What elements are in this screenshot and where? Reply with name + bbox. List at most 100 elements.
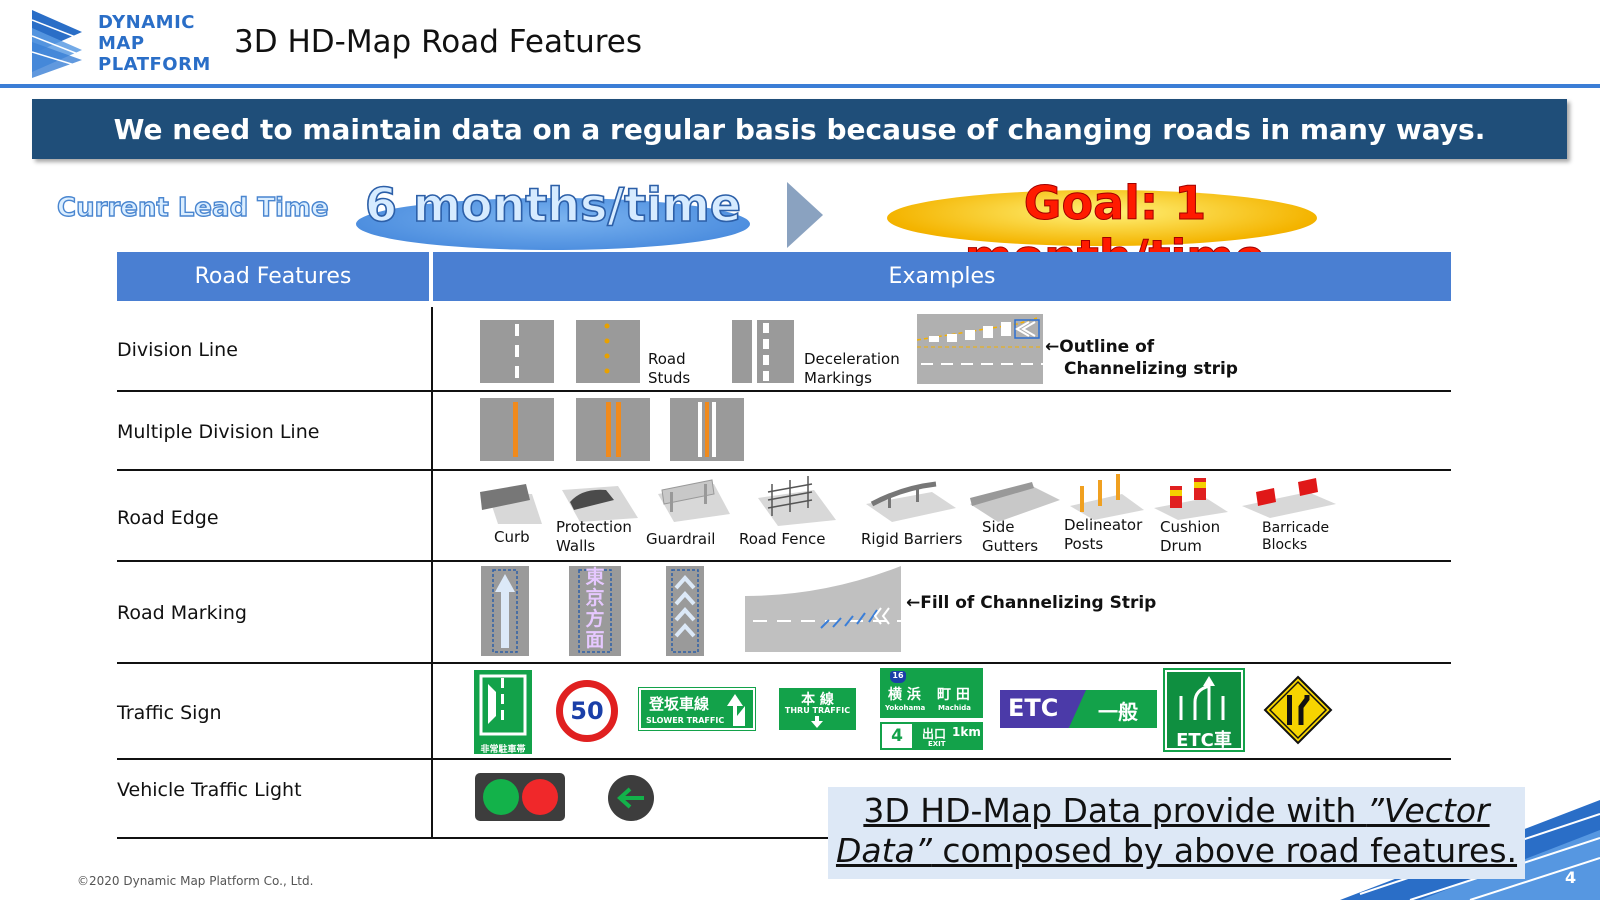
- dmp-logo-icon: [32, 10, 82, 78]
- row-divider: [117, 837, 1451, 839]
- fill-channelizing-label: ←Fill of Channelizing Strip: [906, 593, 1157, 613]
- label-line: Protection: [556, 518, 632, 536]
- multiple-line-mixed-image: [670, 398, 744, 461]
- lane-arrows-icon: [1179, 676, 1225, 720]
- destination-sign: 16 横 浜 Yokohama 町 田 Machida: [880, 668, 983, 718]
- callout-line-1: 3D HD-Map Data provide with ”Vector: [828, 791, 1525, 831]
- label-line: Blocks: [1262, 537, 1308, 553]
- current-lead-time-value: 6 months/time: [364, 177, 742, 233]
- yokohama-jp: 横 浜: [888, 687, 921, 703]
- etc-lane-sign: ETC 一般: [1000, 690, 1157, 728]
- emergency-parking-lane-icon: [479, 674, 527, 736]
- etc-purple-block: [1000, 690, 1086, 728]
- thru-traffic-sign: 本 線 THRU TRAFFIC: [779, 688, 856, 730]
- side-gutters-image: [970, 482, 1060, 522]
- kanji-marking-image: [569, 566, 621, 656]
- label-line: Deceleration: [804, 350, 900, 368]
- kanji-char: 方: [585, 608, 605, 630]
- callout-line-2: Data” composed by above road features.: [828, 831, 1525, 871]
- kanji-char: 面: [585, 629, 605, 651]
- machida-en: Machida: [938, 704, 971, 712]
- logo-line: PLATFORM: [98, 54, 211, 75]
- multiple-line-single-image: [480, 398, 554, 461]
- etc-car-sign: ETC車: [1163, 668, 1245, 752]
- exit-sign: 4 出口 1km EXIT: [880, 722, 983, 750]
- etc-car-text: ETC車: [1176, 730, 1232, 751]
- label-line: Posts: [1064, 535, 1104, 553]
- logo-line: DYNAMIC: [98, 12, 195, 33]
- curb-image: [480, 484, 542, 524]
- rigid-barriers-label: Rigid Barriers: [861, 530, 963, 548]
- ippan-text: 一般: [1098, 700, 1138, 724]
- kanji-char: 京: [585, 587, 605, 609]
- arrow-marking-image: [481, 566, 529, 656]
- delineator-posts-image: [1070, 474, 1144, 520]
- traffic-light-housing: [475, 773, 565, 821]
- emergency-parking-sign: 非常駐車帯: [474, 670, 532, 755]
- arrow-down-icon: [811, 716, 823, 728]
- row-divider: [117, 662, 1451, 664]
- deceleration-markings-image: [732, 320, 794, 383]
- curb-label: Curb: [494, 528, 530, 546]
- current-lead-time-label: Current Lead Time: [56, 192, 329, 223]
- row-label-multiple-division-line: Multiple Division Line: [117, 421, 320, 443]
- chevron-marking-image: [666, 566, 704, 656]
- goal-ellipse: [887, 190, 1317, 246]
- multiple-line-double-image: [576, 398, 650, 461]
- table-header-examples: Examples: [433, 252, 1451, 301]
- arrow-right-icon: [787, 182, 823, 248]
- route-number-shield: 16: [890, 671, 906, 683]
- slower-traffic-sign: 登坂車線 SLOWER TRAFFIC: [638, 687, 756, 731]
- thru-traffic-en: THRU TRAFFIC: [784, 706, 851, 715]
- row-divider: [117, 390, 1451, 392]
- lane-split-arrow-icon: [727, 694, 745, 726]
- page-title: 3D HD-Map Road Features: [234, 24, 643, 60]
- table-vertical-divider: [431, 307, 433, 838]
- slower-traffic-en: SLOWER TRAFFIC: [646, 716, 725, 725]
- header-divider: [0, 84, 1600, 88]
- callout-text: 3D HD-Map Data provide with: [863, 791, 1367, 830]
- lane-reduction-warning-sign: [1263, 675, 1333, 745]
- yokohama-en: Yokohama: [885, 704, 926, 712]
- exit-jp: 出口: [922, 727, 947, 741]
- label-line: Walls: [556, 537, 596, 555]
- exit-en: EXIT: [928, 740, 946, 748]
- etc-text: ETC: [1008, 694, 1059, 722]
- kanji-char: 東: [585, 566, 605, 588]
- logo-wordmark: DYNAMIC MAP PLATFORM: [98, 12, 211, 75]
- page-number: 4: [1565, 868, 1577, 887]
- vector-data-callout: 3D HD-Map Data provide with ”Vector Data…: [828, 787, 1525, 879]
- emergency-sign-text: 非常駐車帯: [480, 745, 526, 755]
- channelizing-fill-image: [745, 566, 901, 652]
- logo-line: MAP: [98, 33, 145, 54]
- row-label-division-line: Division Line: [117, 339, 238, 361]
- row-divider: [117, 560, 1451, 562]
- label-line: ←Outline of: [1045, 337, 1155, 357]
- table-header-road-features: Road Features: [117, 252, 429, 301]
- thru-traffic-jp: 本 線: [801, 692, 834, 708]
- guardrail-image: [658, 479, 730, 522]
- row-label-traffic-sign: Traffic Sign: [117, 702, 222, 724]
- label-line: Gutters: [982, 537, 1039, 555]
- callout-text-italic: Data”: [835, 831, 932, 870]
- label-line: Barricade: [1262, 520, 1330, 536]
- label-line: Markings: [804, 369, 872, 387]
- road-studs-image: [576, 320, 640, 383]
- road-fence-label: Road Fence: [739, 530, 826, 548]
- message-banner: We need to maintain data on a regular ba…: [32, 99, 1567, 159]
- green-light-icon: [483, 779, 519, 815]
- guardrail-label: Guardrail: [646, 530, 716, 548]
- label-line: Road: [648, 350, 686, 368]
- protection-walls-image: [562, 486, 638, 522]
- row-label-vehicle-traffic-light: Vehicle Traffic Light: [117, 779, 302, 801]
- exit-number: 4: [882, 724, 912, 748]
- red-light-icon: [522, 779, 558, 815]
- callout-text-italic: ”Vector: [1366, 791, 1490, 830]
